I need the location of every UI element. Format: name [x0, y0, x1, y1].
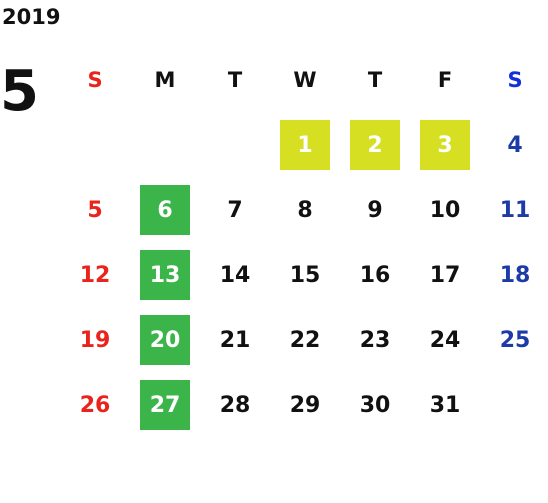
calendar-day-31[interactable]: 31: [429, 392, 461, 418]
weekday-header-monday: M: [154, 68, 176, 92]
calendar-day-14[interactable]: 14: [219, 262, 251, 288]
calendar-day-15[interactable]: 15: [289, 262, 321, 288]
calendar-day-2[interactable]: 2: [350, 120, 400, 170]
calendar-day-17[interactable]: 17: [429, 262, 461, 288]
calendar-day-1[interactable]: 1: [280, 120, 330, 170]
calendar-day-8[interactable]: 8: [297, 197, 313, 223]
weekday-header-sunday: S: [87, 68, 103, 92]
calendar-day-23[interactable]: 23: [359, 327, 391, 353]
calendar-day-21[interactable]: 21: [219, 327, 251, 353]
calendar-day-12[interactable]: 12: [79, 262, 111, 288]
calendar-day-22[interactable]: 22: [289, 327, 321, 353]
calendar-day-16[interactable]: 16: [359, 262, 391, 288]
calendar-day-30[interactable]: 30: [359, 392, 391, 418]
calendar-day-26[interactable]: 26: [79, 392, 111, 418]
weekday-header-thursday: T: [367, 68, 383, 92]
calendar-day-18[interactable]: 18: [499, 262, 531, 288]
calendar-day-3[interactable]: 3: [420, 120, 470, 170]
weekday-header-saturday: S: [507, 68, 523, 92]
calendar-year: 2019: [2, 5, 61, 29]
calendar-day-10[interactable]: 10: [429, 197, 461, 223]
calendar-day-6[interactable]: 6: [140, 185, 190, 235]
calendar-day-13[interactable]: 13: [140, 250, 190, 300]
calendar-day-20[interactable]: 20: [140, 315, 190, 365]
calendar-month: 5: [0, 59, 39, 124]
weekday-header-wednesday: W: [293, 68, 317, 92]
calendar-day-9[interactable]: 9: [367, 197, 383, 223]
calendar-day-11[interactable]: 11: [499, 197, 531, 223]
calendar-day-25[interactable]: 25: [499, 327, 531, 353]
calendar-day-7[interactable]: 7: [227, 197, 243, 223]
calendar-day-19[interactable]: 19: [79, 327, 111, 353]
calendar-day-29[interactable]: 29: [289, 392, 321, 418]
calendar-day-4[interactable]: 4: [507, 132, 523, 158]
calendar-day-27[interactable]: 27: [140, 380, 190, 430]
weekday-header-friday: F: [437, 68, 453, 92]
calendar-day-28[interactable]: 28: [219, 392, 251, 418]
calendar-day-24[interactable]: 24: [429, 327, 461, 353]
calendar-day-5[interactable]: 5: [87, 197, 103, 223]
weekday-header-tuesday: T: [227, 68, 243, 92]
